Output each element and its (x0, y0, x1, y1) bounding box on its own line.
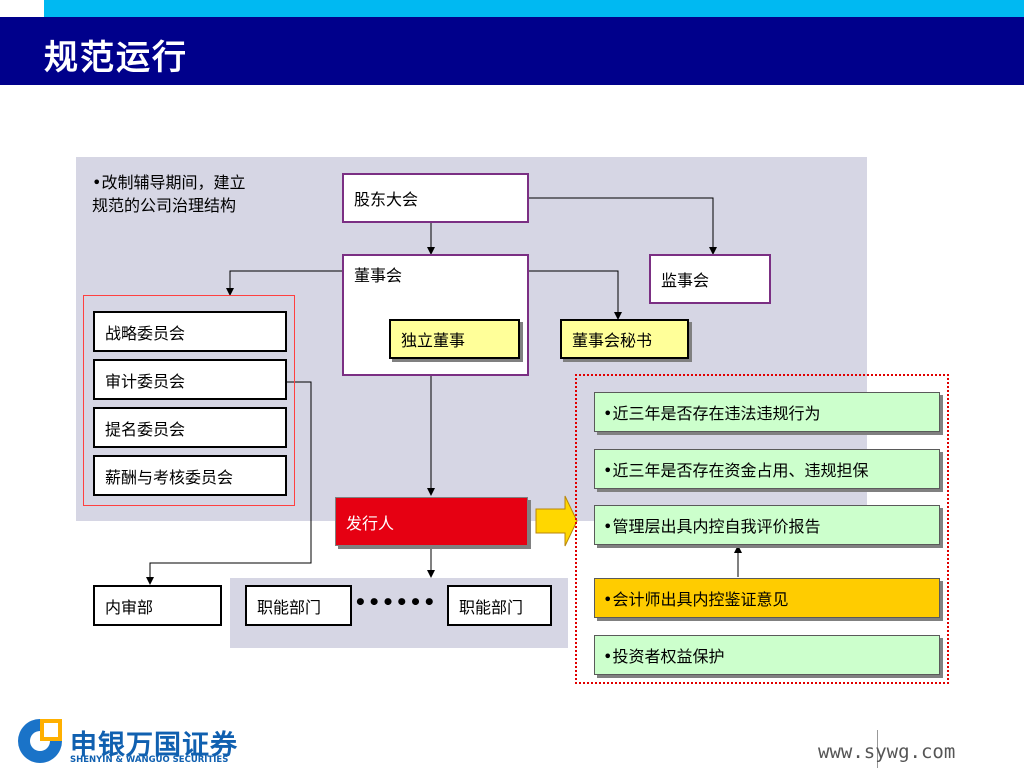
internal-audit-label: 内审部 (105, 597, 154, 617)
functional-dept-box: 职能部门 (447, 585, 552, 626)
shareholders-box: 股东大会 (342, 173, 529, 223)
checklist-item: •投资者权益保护 (594, 635, 940, 675)
board-secretary-box: 董事会秘书 (560, 319, 689, 359)
board-label: 董事会 (354, 266, 403, 285)
committee-label: 战略委员会 (105, 323, 186, 343)
checklist-item-label: •投资者权益保护 (603, 647, 725, 666)
committee-box: 提名委员会 (93, 407, 287, 448)
independent-director-label: 独立董事 (401, 331, 466, 350)
governance-note: •改制辅导期间，建立 规范的公司治理结构 (92, 171, 312, 217)
checklist-item: •近三年是否存在资金占用、违规担保 (594, 449, 940, 489)
arrow-board-to-committees (226, 270, 342, 296)
committee-box: 薪酬与考核委员会 (93, 455, 287, 496)
company-name-en: SHENYIN & WANGUO SECURITIES (70, 755, 229, 765)
checklist-item: •近三年是否存在违法违规行为 (594, 392, 940, 432)
checklist-item-label: •近三年是否存在违法违规行为 (603, 404, 821, 423)
committee-label: 提名委员会 (105, 419, 186, 439)
committee-label: 审计委员会 (105, 371, 186, 391)
checklist-item-label: •会计师出具内控鉴证意见 (603, 590, 789, 609)
company-logo-icon (18, 719, 62, 763)
shareholders-label: 股东大会 (354, 190, 419, 209)
committee-box: 战略委员会 (93, 311, 287, 352)
committee-box: 审计委员会 (93, 359, 287, 400)
governance-note-line: •改制辅导期间，建立 (92, 173, 246, 192)
checklist-item-label: •近三年是否存在资金占用、违规担保 (603, 461, 869, 480)
supervisors-label: 监事会 (661, 271, 710, 290)
footer-divider (877, 730, 878, 768)
issuer-label: 发行人 (346, 513, 395, 533)
internal-audit-box: 内审部 (93, 585, 222, 626)
issuer-to-checklist-arrow (535, 495, 578, 547)
committees-frame (83, 295, 295, 506)
page-title: 规范运行 (44, 38, 188, 78)
company-name-cn: 申银万国证券 (70, 730, 238, 761)
arrow-audit-to-internal-audit (146, 381, 312, 585)
header-accent-bar (44, 0, 1024, 17)
website-link[interactable]: www.sywg.com (818, 741, 956, 763)
board-secretary-label: 董事会秘书 (572, 331, 653, 350)
independent-director-box: 独立董事 (389, 319, 520, 359)
compliance-checklist-frame (575, 374, 949, 684)
issuer-box: 发行人 (335, 497, 528, 546)
header-bar (0, 17, 1024, 85)
arrow-board-to-secretary (528, 270, 622, 320)
checklist-item: •管理层出具内控自我评价报告 (594, 505, 940, 545)
governance-note-line: 规范的公司治理结构 (92, 196, 237, 215)
arrow-shareholders-to-supervisors (528, 197, 717, 255)
functional-dept-label: 职能部门 (257, 597, 322, 617)
ellipsis-dots: •••••• (354, 590, 437, 614)
checklist-item: •会计师出具内控鉴证意见 (594, 578, 940, 618)
functional-dept-box: 职能部门 (245, 585, 352, 626)
committee-label: 薪酬与考核委员会 (105, 467, 234, 487)
supervisors-box: 监事会 (649, 254, 771, 304)
checklist-item-label: •管理层出具内控自我评价报告 (603, 517, 821, 536)
functional-dept-label: 职能部门 (459, 597, 524, 617)
